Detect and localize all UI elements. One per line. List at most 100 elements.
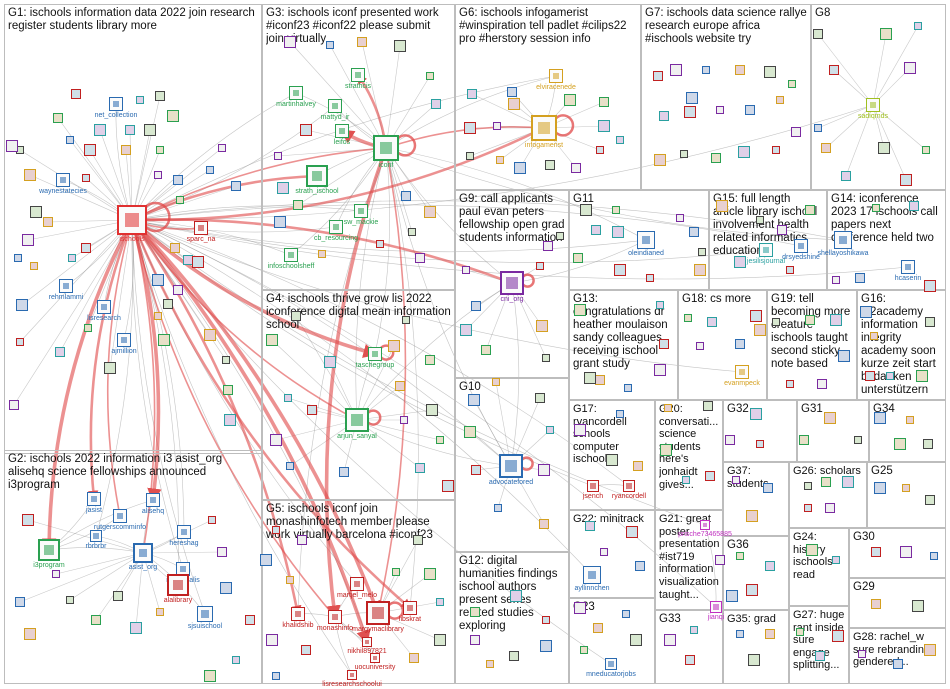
vertex-cni-org[interactable]: [500, 271, 524, 295]
vertex-rutgerscomminfo[interactable]: [113, 509, 127, 523]
vertex-prischa73465885[interactable]: [700, 520, 710, 530]
vertex-asist-org[interactable]: [133, 543, 153, 563]
vertex-lisresearch[interactable]: [97, 300, 111, 314]
edge-light: [19, 149, 133, 221]
vertex-hcaserin[interactable]: [901, 260, 915, 274]
vertex-jsench[interactable]: [587, 480, 599, 492]
graph-vertex: [270, 434, 282, 446]
graph-vertex: [734, 256, 746, 268]
graph-vertex: [735, 65, 745, 75]
graph-vertex: [426, 72, 434, 80]
vertex-drsyedshine[interactable]: [794, 239, 808, 253]
graph-vertex: [909, 201, 919, 211]
vertex-sjsuischool[interactable]: [197, 606, 213, 622]
vertex-sadiqmds[interactable]: [866, 98, 880, 112]
vertex-strath-ischool[interactable]: [306, 165, 328, 187]
graph-vertex: [694, 264, 706, 276]
vertex-net-collection[interactable]: [109, 97, 123, 111]
vertex-jasist[interactable]: [87, 492, 101, 506]
vertex-mattyd-ir[interactable]: [328, 99, 342, 113]
graph-vertex: [357, 37, 367, 47]
vertex-advocatefored[interactable]: [499, 454, 523, 478]
vertex-nikhil897821[interactable]: [362, 637, 372, 647]
graph-vertex: [689, 227, 699, 237]
graph-vertex: [664, 404, 672, 412]
graph-vertex: [173, 175, 183, 185]
graph-vertex: [442, 480, 454, 492]
graph-vertex: [71, 89, 81, 99]
vertex-rbrbrbr[interactable]: [90, 530, 102, 542]
avatar-icon: [349, 672, 355, 678]
vertex-i3program[interactable]: [38, 539, 60, 561]
graph-vertex: [814, 124, 822, 132]
graph-vertex: [716, 200, 728, 212]
edge-light: [872, 25, 919, 106]
graph-vertex: [705, 471, 715, 481]
vertex-oleindianed[interactable]: [637, 231, 655, 249]
vertex-mmonsalis[interactable]: [176, 562, 190, 576]
avatar-icon: [197, 224, 205, 232]
edge-light: [131, 95, 161, 221]
graph-vertex: [922, 146, 930, 154]
graph-vertex: [436, 436, 444, 444]
graph-vertex: [858, 650, 866, 658]
vertex-ajmillion[interactable]: [117, 333, 131, 347]
vertex-waynestatecies[interactable]: [56, 173, 70, 187]
vertex-martinhalvey[interactable]: [289, 86, 303, 100]
vertex-libskrat[interactable]: [403, 601, 417, 615]
group-box-g5: G5: ischools iconf join monashinfotech m…: [262, 500, 455, 684]
vertex-rehmlammi[interactable]: [59, 279, 73, 293]
group-label-g35: G35: grad: [727, 613, 776, 625]
vertex-sw-mackie[interactable]: [354, 204, 368, 218]
vertex-alisehq[interactable]: [146, 493, 160, 507]
edge-light: [131, 200, 844, 241]
vertex-strathcis[interactable]: [351, 68, 365, 82]
vertex-label: cb_resourcing: [314, 235, 358, 242]
vertex-label: advocatefored: [488, 479, 534, 486]
vertex-jesilisjournal[interactable]: [759, 243, 773, 257]
vertex-alalibrary[interactable]: [167, 574, 189, 596]
vertex-evanmpeck[interactable]: [735, 365, 749, 379]
vertex-khalidshib[interactable]: [291, 607, 305, 621]
vertex-arjun-sanyal[interactable]: [345, 408, 369, 432]
edge-light: [19, 552, 144, 603]
edge-light: [19, 219, 133, 343]
vertex-mneducatorjobs[interactable]: [605, 658, 617, 670]
graph-vertex: [494, 504, 502, 512]
vertex-ryancordell[interactable]: [623, 480, 635, 492]
vertex-iconf[interactable]: [373, 135, 399, 161]
group-label-g3: G3: ischools iconf presented work #iconf…: [266, 7, 439, 45]
vertex-ischools[interactable]: [117, 205, 147, 235]
edge-heavy: [131, 219, 359, 421]
vertex-cb-resourcing[interactable]: [329, 220, 343, 234]
graph-vertex: [635, 561, 645, 571]
vertex-uocuniversity[interactable]: [370, 653, 380, 663]
vertex-jianqi[interactable]: [710, 601, 722, 613]
vertex-hereshag[interactable]: [177, 525, 191, 539]
edge-light: [131, 219, 292, 256]
vertex-margymaclibrary[interactable]: [366, 601, 390, 625]
avatar-icon: [904, 263, 912, 271]
edge-light: [131, 204, 802, 247]
graph-vertex: [584, 372, 596, 384]
vertex-shellayoshikawa[interactable]: [834, 231, 852, 249]
vertex-label: hereshag: [169, 540, 199, 547]
vertex-infogamerist[interactable]: [531, 115, 557, 141]
vertex-infoschoolsheff[interactable]: [284, 248, 298, 262]
vertex-elviracenede[interactable]: [549, 69, 563, 83]
vertex-leifos[interactable]: [335, 124, 349, 138]
vertex-taschegroup[interactable]: [368, 347, 382, 361]
graph-vertex: [832, 276, 840, 284]
vertex-martjel-melo[interactable]: [350, 577, 364, 591]
avatar-icon: [379, 141, 393, 155]
graph-vertex: [670, 64, 682, 76]
vertex-sparc-na[interactable]: [194, 221, 208, 235]
vertex-lisresearchschoolui[interactable]: [347, 670, 357, 680]
graph-vertex: [395, 381, 405, 391]
graph-vertex: [591, 225, 601, 235]
vertex-ayllinnchen[interactable]: [583, 566, 601, 584]
graph-vertex: [409, 653, 419, 663]
avatar-icon: [587, 570, 597, 580]
graph-vertex: [394, 40, 406, 52]
vertex-monashinfo[interactable]: [328, 610, 342, 624]
